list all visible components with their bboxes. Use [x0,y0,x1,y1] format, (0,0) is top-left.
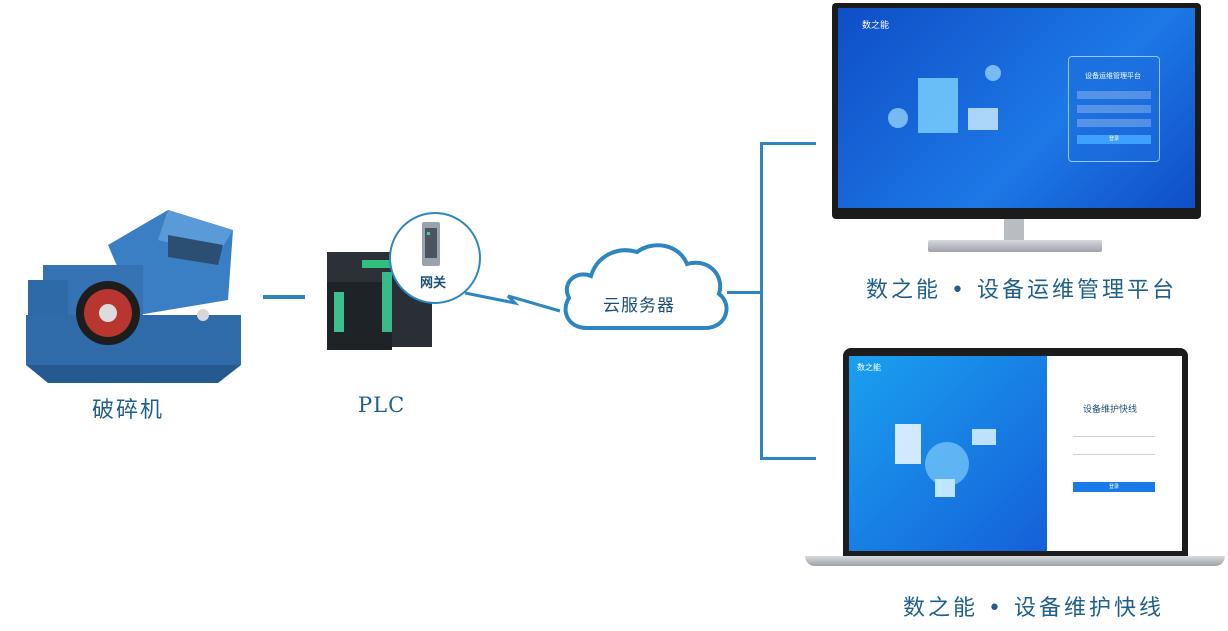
branch-to-monitor [760,142,816,145]
plc-label: PLC [358,393,406,417]
branch-vertical [760,142,763,460]
laptop-login-button[interactable]: 登录 [1073,482,1155,492]
monitor-captcha-field[interactable] [1077,119,1151,127]
laptop-brand: 数之能 [857,363,881,372]
monitor-login-button[interactable]: 登录 [1077,135,1151,144]
cloud-shape [563,243,729,330]
monitor-brand: 数之能 [862,21,890,31]
crusher-machine [26,210,241,383]
wireless-link-icon [464,291,561,313]
monitor-password-field[interactable] [1077,105,1151,113]
monitor-caption: 数之能 • 设备运维管理平台 [866,278,1177,303]
cloud-server-label: 云服务器 [603,296,675,316]
monitor-illustration [888,65,1001,133]
crusher-plc-connector [263,295,305,299]
branch-to-laptop [760,457,816,460]
laptop-illustration [895,424,996,497]
monitor-screen: 数之能 设备运维管理平台 登录 [838,8,1195,208]
monitor-username-field[interactable] [1077,91,1151,99]
cloud-branch-horizontal [727,291,762,294]
gateway-label: 网关 [420,276,447,291]
monitor-neck [1004,219,1024,245]
monitor-base [928,240,1102,252]
laptop-username-field[interactable] [1073,436,1155,437]
monitor-login-title: 设备运维管理平台 [1085,72,1141,80]
laptop-base [805,556,1225,566]
laptop-password-field[interactable] [1073,454,1155,455]
laptop-screen-right: 设备维护快线 登录 [1047,356,1182,551]
laptop-login-title: 设备维护快线 [1083,405,1138,415]
gateway-device-icon [422,222,440,266]
laptop-screen-left: 数之能 [849,356,1047,551]
laptop-caption: 数之能 • 设备维护快线 [903,596,1164,621]
crusher-label: 破碎机 [92,398,165,423]
monitor-login-panel: 设备运维管理平台 登录 [1068,56,1160,162]
